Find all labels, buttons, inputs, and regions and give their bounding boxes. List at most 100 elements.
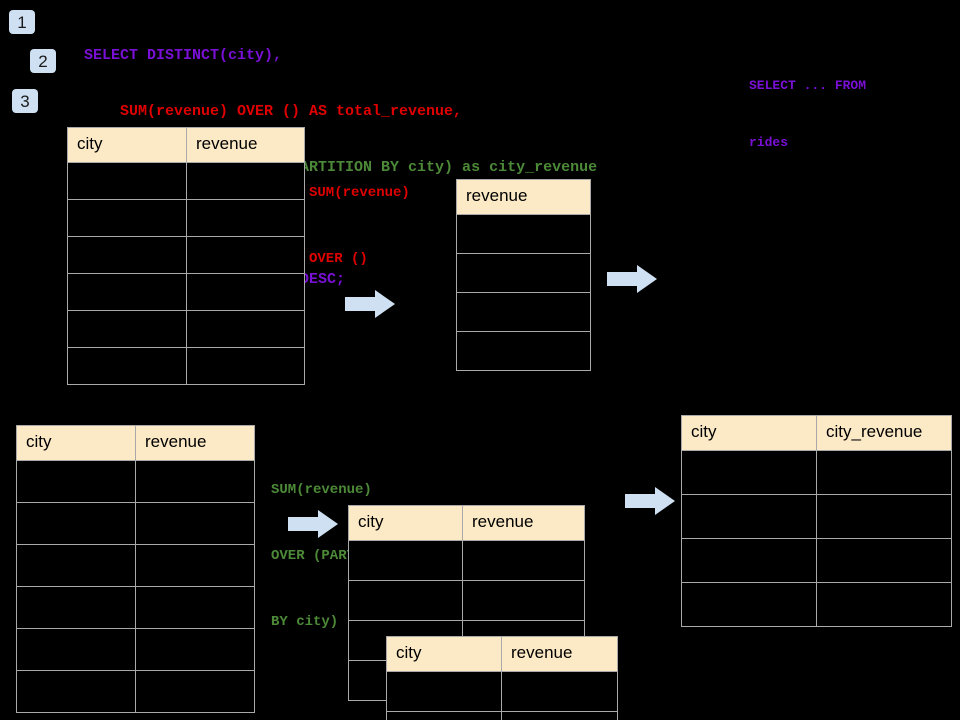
arrow-right-icon — [288, 510, 338, 538]
table-cell — [681, 538, 817, 583]
table-row — [16, 586, 255, 629]
annotation-total-line-2: OVER () — [309, 251, 368, 267]
table-cell — [348, 580, 463, 621]
table-header-row: city revenue — [67, 127, 305, 163]
sql-line-1: SELECT DISTINCT(city), — [84, 47, 283, 64]
table-rides-source-bottom: city revenue — [16, 425, 255, 713]
table-row — [67, 199, 305, 237]
table-cell — [816, 494, 952, 539]
table-row — [67, 273, 305, 311]
column-header-city: city — [16, 425, 136, 461]
table-row — [16, 460, 255, 503]
annotation-partition-revenue: SUM(revenue) OVER (PARTITION BY city) — [271, 435, 397, 677]
table-cell — [186, 162, 305, 200]
table-header-row: city revenue — [16, 425, 255, 461]
table-row — [16, 544, 255, 587]
table-cell — [67, 347, 187, 385]
arrow-source-to-total — [345, 288, 395, 320]
annotation-partition-line-3: BY city) — [271, 614, 339, 630]
table-cell — [135, 460, 255, 503]
table-header-row: city revenue — [348, 505, 585, 541]
table-row — [16, 502, 255, 545]
table-row — [456, 331, 591, 371]
table-cell — [135, 628, 255, 671]
table-row — [67, 162, 305, 200]
column-header-revenue: revenue — [501, 636, 618, 672]
annotation-total-revenue: SUM(revenue) OVER () — [309, 138, 410, 314]
column-header-revenue: revenue — [456, 179, 591, 215]
table-cell — [67, 162, 187, 200]
arrow-source-to-partition — [288, 508, 338, 540]
table-row — [456, 292, 591, 332]
sidenote-line-1: SELECT ... FROM — [749, 78, 867, 93]
annotation-total-line-1: SUM(revenue) — [309, 185, 410, 201]
table-cell — [135, 586, 255, 629]
arrow-right-icon — [625, 487, 675, 515]
table-row — [348, 540, 585, 581]
table-total-revenue: revenue — [456, 179, 591, 371]
table-cell — [186, 199, 305, 237]
table-cell — [67, 310, 187, 348]
table-cell — [681, 450, 817, 495]
table-row — [348, 580, 585, 621]
table-cell — [186, 236, 305, 274]
table-row — [681, 582, 952, 627]
column-header-city: city — [386, 636, 502, 672]
table-cell — [186, 310, 305, 348]
sidenote-line-2: rides — [749, 135, 789, 150]
sql-line-2: SUM(revenue) OVER () AS total_revenue, — [84, 103, 463, 120]
table-cell — [67, 199, 187, 237]
table-cell — [67, 236, 187, 274]
table-cell — [816, 450, 952, 495]
table-row — [456, 214, 591, 254]
table-cell — [386, 711, 502, 720]
column-header-revenue: revenue — [135, 425, 255, 461]
table-cell — [186, 273, 305, 311]
table-row — [456, 253, 591, 293]
table-rides-source-top: city revenue — [67, 127, 305, 385]
table-cell — [16, 670, 136, 713]
annotation-partition-line-1: SUM(revenue) — [271, 482, 372, 498]
column-header-city: city — [67, 127, 187, 163]
table-cell — [501, 711, 618, 720]
table-cell — [135, 502, 255, 545]
table-cell — [462, 540, 585, 581]
table-row — [681, 538, 952, 583]
table-row — [681, 494, 952, 539]
table-row — [16, 670, 255, 713]
table-cell — [16, 628, 136, 671]
table-cell — [816, 538, 952, 583]
table-row — [386, 671, 618, 712]
table-cell — [135, 544, 255, 587]
table-cell — [456, 214, 591, 254]
table-cell — [456, 331, 591, 371]
step-badge-3: 3 — [12, 89, 38, 113]
table-cell — [456, 292, 591, 332]
table-partition-group-b: city revenue — [386, 636, 618, 720]
table-row — [67, 236, 305, 274]
table-cell — [186, 347, 305, 385]
table-cell — [681, 494, 817, 539]
table-cell — [16, 544, 136, 587]
arrow-partition-to-result — [625, 485, 675, 517]
table-cell — [816, 582, 952, 627]
arrow-right-icon — [607, 265, 657, 293]
column-header-revenue: revenue — [186, 127, 305, 163]
table-row — [67, 310, 305, 348]
table-cell — [501, 671, 618, 712]
sidenote-select-from: SELECT ... FROM rides — [749, 38, 866, 190]
table-header-row: revenue — [456, 179, 591, 215]
table-row — [681, 450, 952, 495]
column-header-city: city — [681, 415, 817, 451]
table-header-row: city city_revenue — [681, 415, 952, 451]
table-cell — [348, 540, 463, 581]
step-badge-2: 2 — [30, 49, 56, 73]
table-cell — [67, 273, 187, 311]
column-header-revenue: revenue — [462, 505, 585, 541]
arrow-right-icon — [345, 290, 395, 318]
table-cell — [462, 580, 585, 621]
column-header-city: city — [348, 505, 463, 541]
step-badge-1: 1 — [9, 10, 35, 34]
table-cell — [16, 460, 136, 503]
